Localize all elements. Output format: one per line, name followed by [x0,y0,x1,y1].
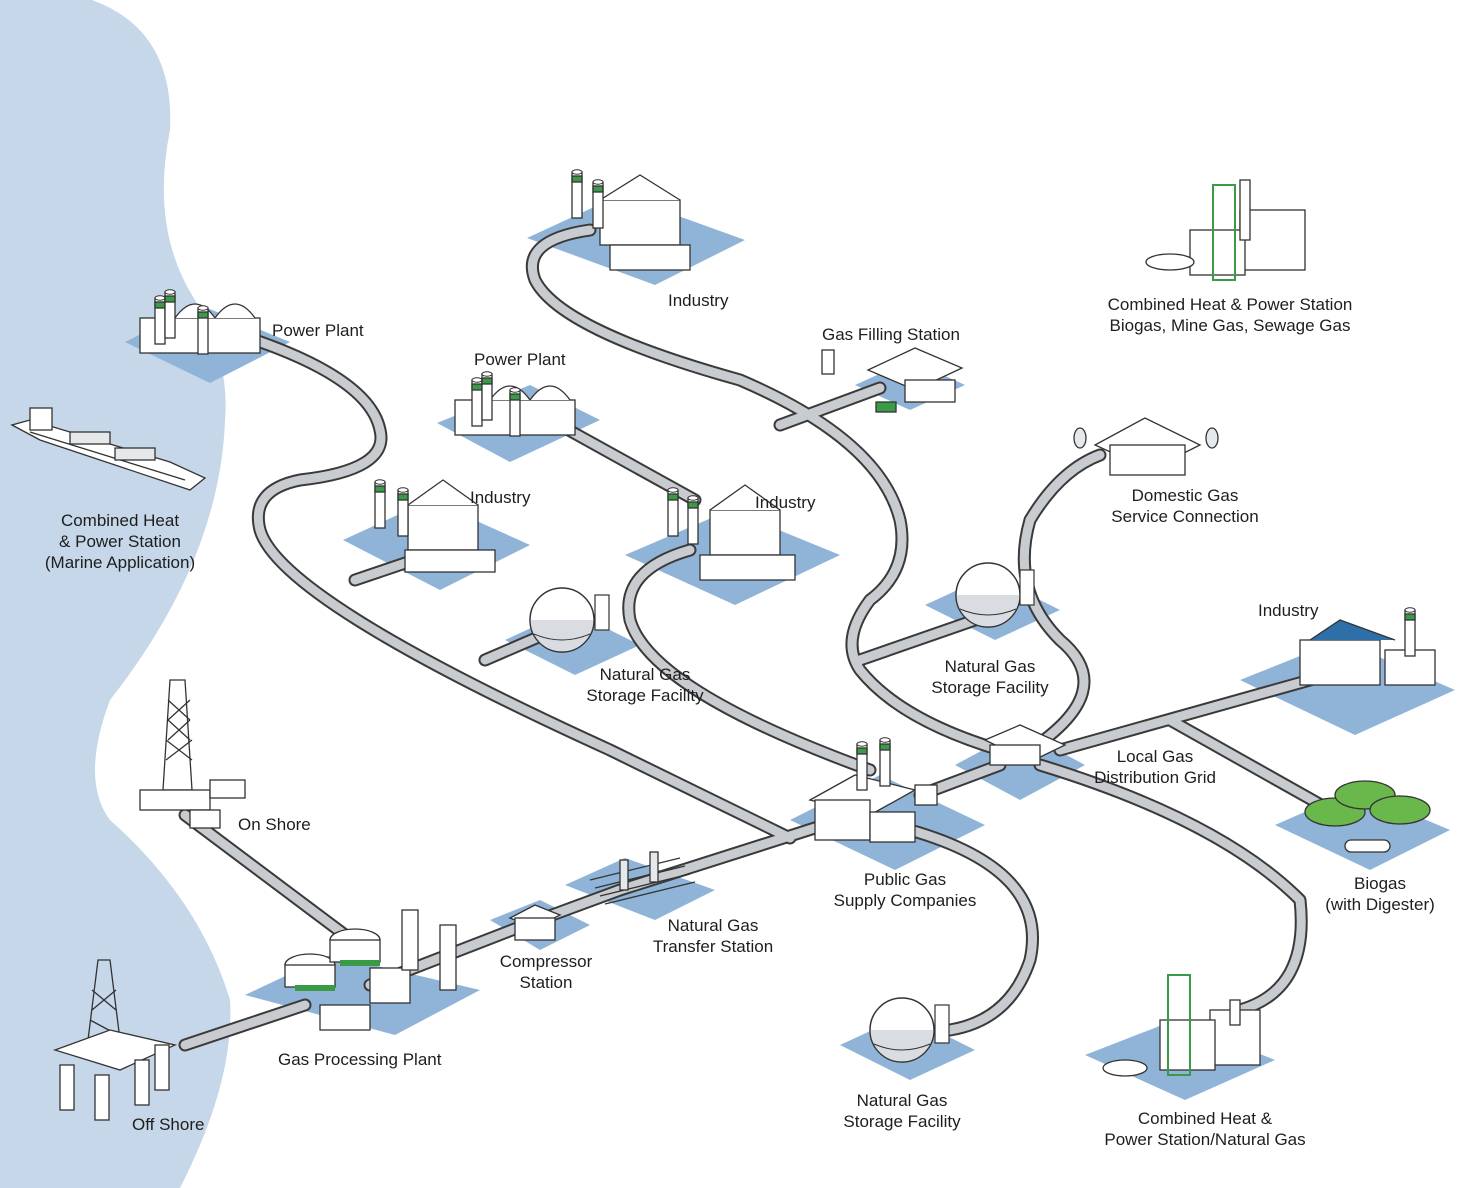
industry-icon [374,479,496,573]
offshore-platform-icon [52,959,178,1121]
storage-sphere-icon [955,562,1035,628]
label-gas-processing-plant: Gas Processing Plant [278,1050,442,1069]
label-industry: Industry [755,493,816,512]
label-power-plant: Power Plant [474,350,566,369]
compressor-station-icon [508,904,562,941]
label-chp-marine: Combined Heat& Power Station(Marine Appl… [44,511,196,572]
label-chp-natural-gas: Combined Heat &Power Station/Natural Gas [1104,1109,1306,1149]
label-industry: Industry [1258,601,1319,620]
industry-icon [571,169,691,271]
gas-filling-station-icon [821,347,964,413]
public-gas-supply-icon [808,737,938,843]
storage-sphere-icon [869,997,950,1063]
house-icon [1073,417,1219,476]
label-industry: Industry [470,488,531,507]
storage-sphere-icon [529,587,610,653]
local-grid-station-icon [983,724,1067,766]
industry-icon [667,484,796,581]
power-plant-icon [454,371,576,437]
power-plant-icon [139,289,261,355]
transfer-station-icon [589,851,696,905]
label-biogas: Biogas(with Digester) [1325,874,1435,914]
label-on-shore: On Shore [238,815,311,834]
onshore-rig-icon [139,679,246,829]
chp-biogas-icon [1145,179,1306,281]
label-industry: Industry [668,291,729,310]
label-power-plant: Power Plant [272,321,364,340]
industry-icon [1299,607,1436,686]
biogas-digester-icon [1304,780,1431,853]
gas-processing-plant-icon [284,909,457,1031]
label-off-shore: Off Shore [132,1115,205,1134]
label-gas-filling-station: Gas Filling Station [822,325,960,344]
ship-icon [10,407,207,491]
chp-natural-gas-icon [1102,974,1261,1077]
